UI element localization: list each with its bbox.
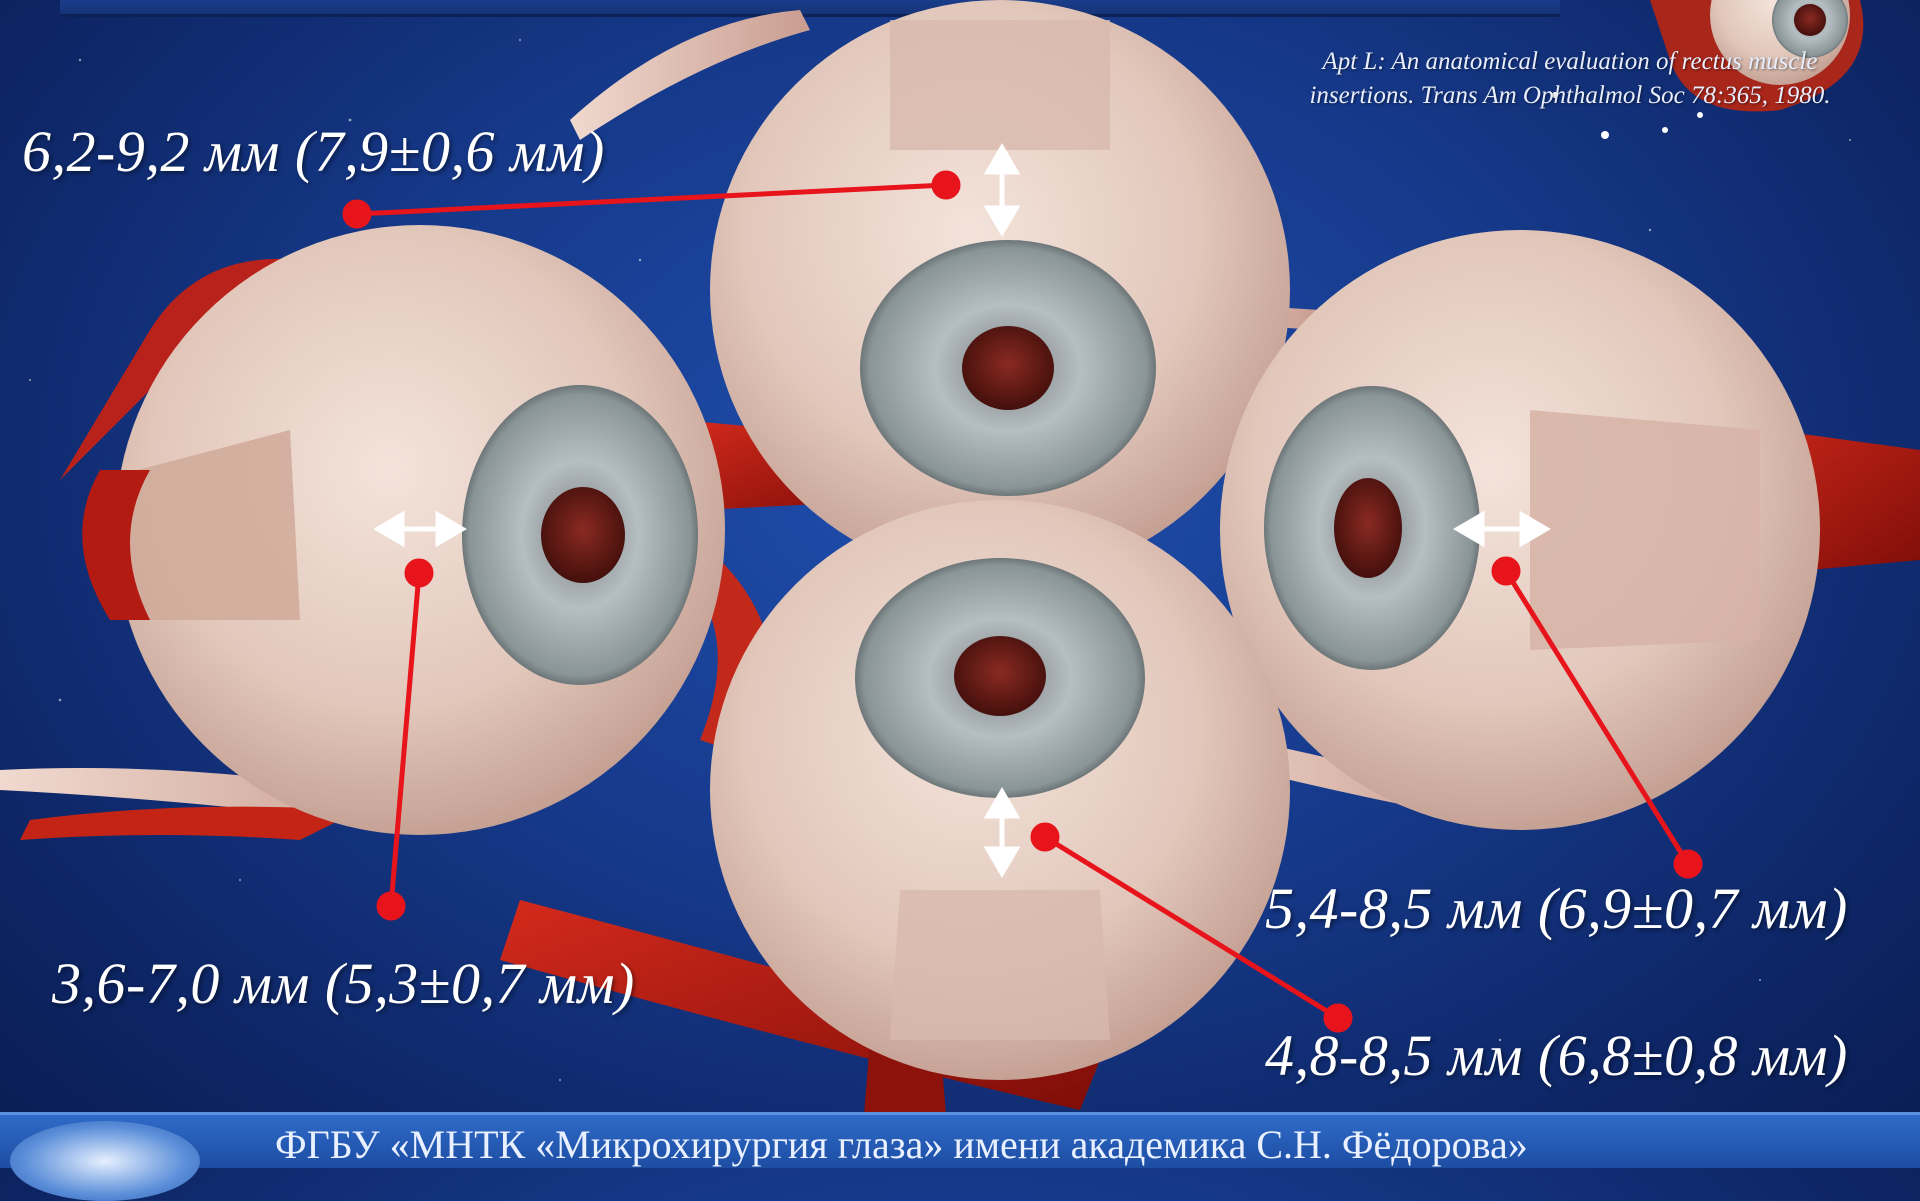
- leader-dot-icon: [345, 202, 369, 226]
- citation-line-2: insertions. Trans Am Ophthalmol Soc 78:3…: [1250, 79, 1890, 113]
- inferior-eyeball: [710, 500, 1290, 1080]
- label-superior-rectus: 6,2-9,2 мм (7,9±0,6 мм): [22, 118, 605, 185]
- label-medial-rectus: 3,6-7,0 мм (5,3±0,7 мм): [52, 950, 635, 1017]
- leader-dot-icon: [934, 173, 958, 197]
- superior-eyeball: [710, 0, 1290, 580]
- footer-institution-name: ФГБУ «МНТК «Микрохирургия глаза» имени а…: [275, 1121, 1528, 1168]
- label-inferior-rectus: 4,8-8,5 мм (6,8±0,8 мм): [1265, 1022, 1848, 1089]
- leader-dot-icon: [1676, 852, 1700, 876]
- leader-dot-icon: [1494, 559, 1518, 583]
- footer-bar: ФГБУ «МНТК «Микрохирургия глаза» имени а…: [0, 1112, 1920, 1168]
- leader-dot-icon: [407, 561, 431, 585]
- leader-dot-icon: [1033, 825, 1057, 849]
- leader-dot-icon: [379, 894, 403, 918]
- citation: Apt L: An anatomical evaluation of rectu…: [1250, 45, 1890, 113]
- institution-logo: [10, 1121, 200, 1201]
- label-lateral-rectus: 5,4-8,5 мм (6,9±0,7 мм): [1265, 875, 1848, 942]
- citation-line-1: Apt L: An anatomical evaluation of rectu…: [1250, 45, 1890, 79]
